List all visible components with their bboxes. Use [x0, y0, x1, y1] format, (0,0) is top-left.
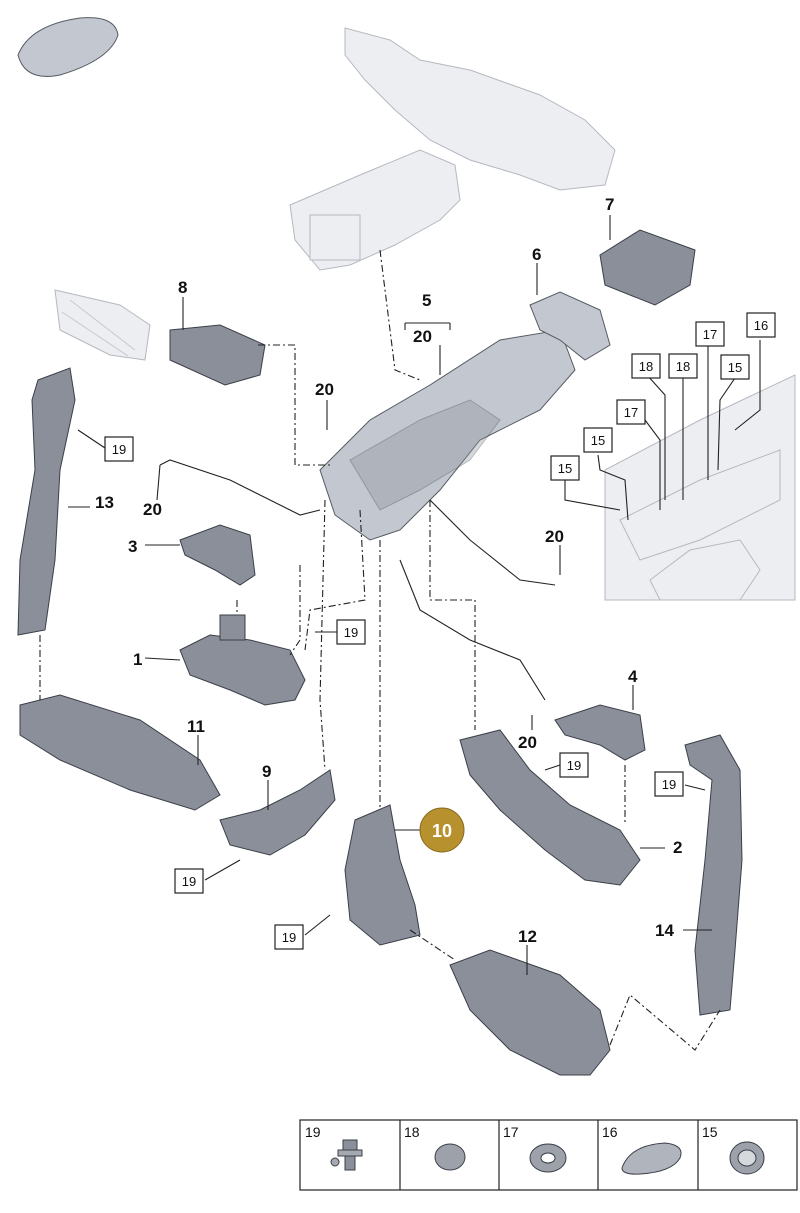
ghost-floor-panel [604, 374, 796, 601]
callout-6: 6 [532, 245, 541, 264]
svg-text:19: 19 [282, 930, 296, 945]
callout-13: 13 [95, 493, 114, 512]
callout-4: 4 [628, 667, 638, 686]
boxed-15-a: 15 [720, 354, 750, 380]
svg-text:15: 15 [728, 360, 742, 375]
callout-2: 2 [673, 838, 682, 857]
legend-num-16: 16 [602, 1124, 618, 1140]
svg-text:18: 18 [676, 359, 690, 374]
callout-20-box: 20 [413, 327, 432, 346]
callout-7: 7 [605, 195, 614, 214]
cover-top-left [17, 17, 119, 77]
callout-12: 12 [518, 927, 537, 946]
callout-labels: 7 6 8 5 20 20 20 20 20 13 3 1 4 11 9 2 1… [95, 195, 682, 946]
boxed-19-d: 19 [654, 771, 684, 797]
ghost-vent-grille [54, 289, 151, 361]
fastener-legend-table: 19 18 17 16 15 [299, 1119, 798, 1191]
duct-4 [554, 704, 646, 761]
callout-5: 5 [422, 291, 431, 310]
boxed-18-a: 18 [631, 353, 661, 379]
boxed-callouts: 19 19 19 19 19 19 18 18 17 17 16 15 15 1… [104, 312, 776, 950]
grommet-15-icon [729, 1141, 765, 1175]
boxed-19-e: 19 [174, 868, 204, 894]
boxed-19-f: 19 [274, 924, 304, 950]
callout-1: 1 [133, 650, 142, 669]
duct-10 [344, 804, 421, 946]
duct-7 [599, 229, 696, 306]
boxed-17-a: 17 [695, 321, 725, 347]
boxed-19-c: 19 [559, 752, 589, 778]
grommet-17-icon [529, 1143, 567, 1173]
legend-num-15: 15 [702, 1124, 718, 1140]
callout-9: 9 [262, 762, 271, 781]
duct-1 [179, 614, 306, 706]
legend-num-18: 18 [404, 1124, 420, 1140]
callout-11: 11 [187, 717, 205, 736]
callout-20-lower: 20 [518, 733, 537, 752]
svg-text:17: 17 [624, 405, 638, 420]
legend-num-17: 17 [503, 1124, 519, 1140]
clip-19-icon [330, 1139, 363, 1171]
svg-text:19: 19 [112, 442, 126, 457]
duct-9 [219, 769, 336, 856]
oval-plug-16-icon [621, 1142, 682, 1175]
highlighted-part-10-badge[interactable]: 10 [419, 807, 465, 853]
callout-3: 3 [128, 537, 137, 556]
ghost-dashboard [289, 27, 616, 271]
duct-3 [179, 524, 256, 586]
plug-18-icon [434, 1143, 466, 1171]
boxed-16: 16 [746, 312, 776, 338]
duct-14 [684, 734, 743, 1016]
svg-text:10: 10 [432, 821, 452, 841]
duct-12 [449, 949, 611, 1076]
duct-13 [17, 367, 76, 636]
leader-lines [39, 215, 761, 1051]
svg-text:15: 15 [591, 433, 605, 448]
boxed-17-b: 17 [616, 399, 646, 425]
callout-20-left: 20 [143, 500, 162, 519]
svg-text:15: 15 [558, 461, 572, 476]
svg-text:19: 19 [182, 874, 196, 889]
callout-20-right: 20 [545, 527, 564, 546]
boxed-18-b: 18 [668, 353, 698, 379]
boxed-15-b: 15 [583, 427, 613, 453]
svg-text:19: 19 [567, 758, 581, 773]
boxed-19-b: 19 [336, 619, 366, 645]
svg-text:19: 19 [662, 777, 676, 792]
duct-8 [169, 324, 266, 386]
boxed-15-c: 15 [550, 455, 580, 481]
callout-20-center: 20 [315, 380, 334, 399]
callout-14: 14 [655, 921, 674, 940]
svg-text:18: 18 [639, 359, 653, 374]
boxed-19-a: 19 [104, 436, 134, 462]
svg-text:17: 17 [703, 327, 717, 342]
duct-6 [529, 291, 611, 361]
svg-text:16: 16 [754, 318, 768, 333]
duct-2 [459, 729, 641, 886]
svg-text:19: 19 [344, 625, 358, 640]
callout-8: 8 [178, 278, 187, 297]
duct-11 [19, 694, 221, 811]
heater-box-5 [319, 329, 576, 541]
legend-num-19: 19 [305, 1124, 321, 1140]
